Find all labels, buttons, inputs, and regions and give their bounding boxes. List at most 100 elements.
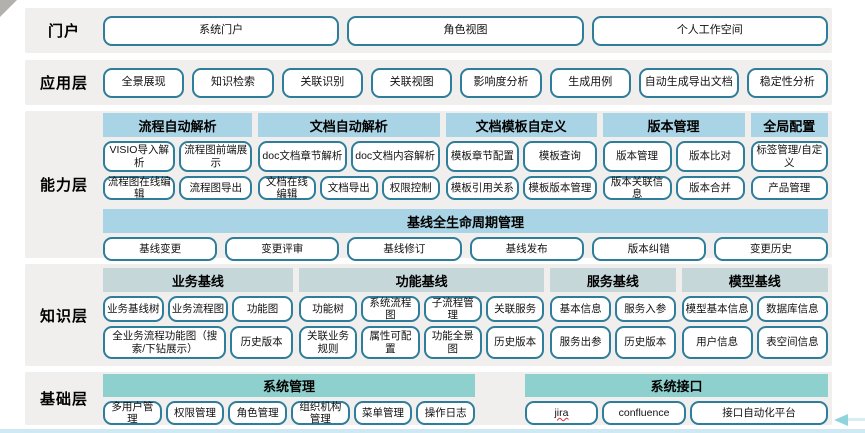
- cap-button-flow-export[interactable]: 流程图导出: [179, 176, 252, 200]
- group-header-system-interface: 系统接口: [525, 374, 828, 397]
- bottom-edge-line: [0, 429, 865, 433]
- fd-button-jira[interactable]: jira: [525, 401, 598, 425]
- kn-button-model-basic-info[interactable]: 模型基本信息: [681, 296, 753, 322]
- app-button-panorama[interactable]: 全景展现: [103, 67, 185, 98]
- layer-capability: 能力层 流程自动解析 VISIO导入解析 流程图前端展示 流程图在线编辑 流程图…: [25, 111, 832, 261]
- cap-button-tag-mgmt[interactable]: 标签管理/自定义: [750, 141, 828, 172]
- portal-button-system[interactable]: 系统门户: [103, 15, 340, 46]
- fd-button-operation-log[interactable]: 操作日志: [416, 401, 476, 425]
- baseline-button-release[interactable]: 基线发布: [469, 237, 584, 261]
- baseline-button-review[interactable]: 变更评审: [225, 237, 340, 261]
- fd-button-interface-automation[interactable]: 接口自动化平台: [690, 401, 829, 425]
- layer-portal: 门户 系统门户 角色视图 个人工作空间: [25, 8, 832, 53]
- fd-button-confluence[interactable]: confluence: [601, 401, 687, 425]
- app-button-auto-export-doc[interactable]: 自动生成导出文档: [638, 67, 739, 98]
- kn-button-business-tree[interactable]: 业务基线树: [103, 296, 164, 322]
- kn-group-business-baseline: 业务基线 业务基线树 业务流程图 功能图 全业务流程功能图（搜索/下钻展示） 历…: [103, 268, 293, 359]
- jira-label: jira: [554, 406, 569, 419]
- cap-button-version-merge[interactable]: 版本合并: [675, 176, 745, 200]
- cap-button-template-reference[interactable]: 模板引用关系: [445, 176, 520, 200]
- layer-knowledge: 知识层 业务基线 业务基线树 业务流程图 功能图 全业务流程功能图（搜索/下钻展…: [25, 264, 832, 366]
- arrow-left-icon: [834, 414, 848, 426]
- kn-button-history-version-3[interactable]: 历史版本: [614, 326, 676, 359]
- group-header-version-mgmt: 版本管理: [602, 113, 745, 137]
- cap-button-version-relation[interactable]: 版本关联信息: [602, 176, 672, 200]
- kn-button-service-input[interactable]: 服务入参: [614, 296, 676, 322]
- baseline-button-revise[interactable]: 基线修订: [347, 237, 462, 261]
- layer-label-portal: 门户: [47, 23, 80, 40]
- cap-group-doc-parse: 文档自动解析 doc文档章节解析 doc文档内容解析 文档在线编辑 文档导出 权…: [257, 113, 440, 200]
- app-button-relation-view[interactable]: 关联视图: [370, 67, 453, 98]
- baseline-button-change[interactable]: 基线变更: [103, 237, 218, 261]
- layer-label-knowledge: 知识层: [39, 307, 88, 325]
- kn-group-model-baseline: 模型基线 模型基本信息 数据库信息 用户信息 表空间信息: [681, 268, 829, 359]
- portal-button-workspace[interactable]: 个人工作空间: [591, 15, 828, 46]
- group-header-model-baseline: 模型基线: [681, 268, 828, 292]
- kn-button-subflow-mgmt[interactable]: 子流程管理: [423, 296, 482, 322]
- kn-button-full-business-map[interactable]: 全业务流程功能图（搜索/下钻展示）: [103, 326, 227, 359]
- kn-button-user-info[interactable]: 用户信息: [681, 326, 753, 359]
- kn-button-basic-info[interactable]: 基本信息: [550, 296, 611, 322]
- fd-group-system-mgmt: 系统管理 多用户管理 权限管理 角色管理 组织机构管理 菜单管理 操作日志: [103, 374, 476, 425]
- group-header-business-baseline: 业务基线: [103, 268, 293, 292]
- kn-button-function-panorama[interactable]: 功能全景图: [423, 326, 482, 359]
- app-button-generate-usecase[interactable]: 生成用例: [549, 67, 631, 98]
- cap-button-visio-import[interactable]: VISIO导入解析: [103, 141, 176, 172]
- cap-group-version-mgmt: 版本管理 版本管理 版本比对 版本关联信息 版本合并: [602, 113, 745, 200]
- group-header-process-parse: 流程自动解析: [103, 113, 252, 137]
- portal-button-role-view[interactable]: 角色视图: [347, 15, 584, 46]
- cap-button-version-mgmt[interactable]: 版本管理: [602, 141, 672, 172]
- fd-button-role-mgmt[interactable]: 角色管理: [228, 401, 288, 425]
- kn-button-function-chart[interactable]: 功能图: [232, 296, 293, 322]
- cap-button-template-chapter-config[interactable]: 模板章节配置: [445, 141, 520, 172]
- app-button-impact-analysis[interactable]: 影响度分析: [460, 67, 542, 98]
- kn-button-tablespace-info[interactable]: 表空间信息: [756, 326, 829, 359]
- cap-button-doc-chapter-parse[interactable]: doc文档章节解析: [257, 141, 347, 172]
- app-button-stability-analysis[interactable]: 稳定性分析: [746, 67, 828, 98]
- kn-button-business-rules[interactable]: 关联业务规则: [298, 326, 358, 359]
- fd-button-menu-mgmt[interactable]: 菜单管理: [353, 401, 413, 425]
- cap-button-permission-control[interactable]: 权限控制: [381, 176, 440, 200]
- fd-button-multiuser-mgmt[interactable]: 多用户管理: [103, 401, 162, 425]
- app-button-knowledge-search[interactable]: 知识检索: [192, 67, 274, 98]
- kn-group-function-baseline: 功能基线 功能树 系统流程图 子流程管理 关联服务 关联业务规则 属性可配置 功…: [298, 268, 545, 359]
- layer-label-application: 应用层: [39, 75, 88, 92]
- kn-button-business-flowchart[interactable]: 业务流程图: [167, 296, 229, 322]
- cap-button-product-mgmt[interactable]: 产品管理: [750, 176, 828, 200]
- baseline-button-history[interactable]: 变更历史: [713, 237, 829, 261]
- group-header-global-config: 全局配置: [750, 113, 828, 137]
- cap-group-doc-template: 文档模板自定义 模板章节配置 模板查询 模板引用关系 模板版本管理: [445, 113, 597, 200]
- cap-button-doc-export[interactable]: 文档导出: [319, 176, 378, 200]
- cap-button-version-compare[interactable]: 版本比对: [675, 141, 745, 172]
- foundation-spacer: [475, 374, 525, 425]
- arrow-line-decoration: [845, 418, 865, 421]
- fd-button-permission-mgmt[interactable]: 权限管理: [165, 401, 225, 425]
- kn-button-related-service[interactable]: 关联服务: [485, 296, 545, 322]
- layer-label-capability: 能力层: [39, 177, 88, 194]
- cap-group-global-config: 全局配置 标签管理/自定义 产品管理: [750, 113, 828, 200]
- cap-button-template-version[interactable]: 模板版本管理: [523, 176, 597, 200]
- kn-button-attr-config[interactable]: 属性可配置: [361, 326, 420, 359]
- kn-button-function-tree[interactable]: 功能树: [298, 296, 358, 322]
- cap-button-template-query[interactable]: 模板查询: [523, 141, 597, 172]
- fd-button-org-mgmt[interactable]: 组织机构管理: [291, 401, 350, 425]
- kn-button-history-version-2[interactable]: 历史版本: [485, 326, 545, 359]
- kn-button-system-flowchart[interactable]: 系统流程图: [361, 296, 420, 322]
- app-button-relation-identify[interactable]: 关联识别: [281, 67, 363, 98]
- kn-button-service-output[interactable]: 服务出参: [550, 326, 611, 359]
- layer-application: 应用层 全景展现 知识检索 关联识别 关联视图 影响度分析 生成用例 自动生成导…: [25, 60, 832, 105]
- group-header-function-baseline: 功能基线: [298, 268, 545, 292]
- baseline-button-correction[interactable]: 版本纠错: [591, 237, 706, 261]
- cap-button-flow-frontend[interactable]: 流程图前端展示: [179, 141, 252, 172]
- cap-button-doc-online-edit[interactable]: 文档在线编辑: [257, 176, 316, 200]
- layer-foundation: 基础层 系统管理 多用户管理 权限管理 角色管理 组织机构管理 菜单管理 操作日…: [25, 372, 832, 425]
- group-header-doc-template: 文档模板自定义: [445, 113, 597, 137]
- corner-decoration: [0, 0, 17, 17]
- kn-button-database-info[interactable]: 数据库信息: [756, 296, 829, 322]
- baseline-lifecycle-section: 基线全生命周期管理 基线变更 变更评审 基线修订 基线发布 版本纠错 变更历史: [103, 209, 829, 261]
- kn-button-history-version-1[interactable]: 历史版本: [230, 326, 293, 359]
- cap-button-flow-online-edit[interactable]: 流程图在线编辑: [103, 176, 176, 200]
- cap-button-doc-content-parse[interactable]: doc文档内容解析: [350, 141, 440, 172]
- cap-group-process-parse: 流程自动解析 VISIO导入解析 流程图前端展示 流程图在线编辑 流程图导出: [103, 113, 252, 200]
